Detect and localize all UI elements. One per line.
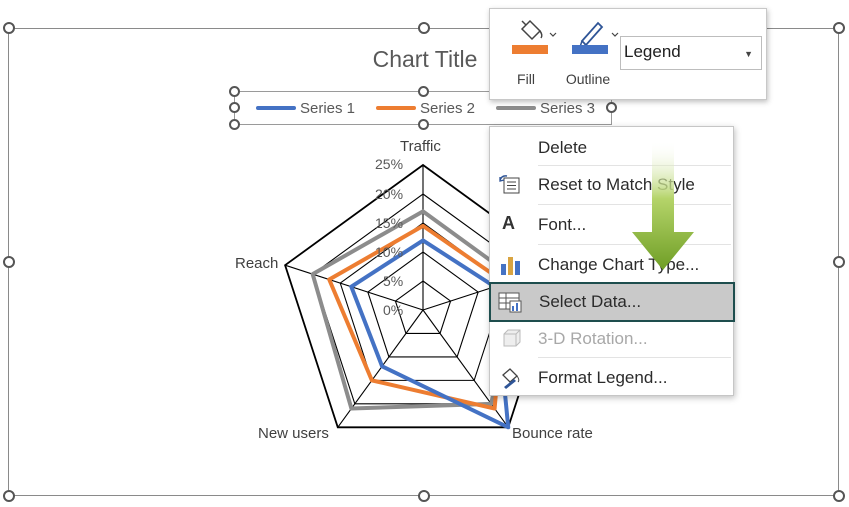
menu-item-label: Delete — [538, 138, 588, 157]
resize-handle-top-center[interactable] — [418, 22, 430, 34]
resize-handle-bottom-right[interactable] — [833, 490, 845, 502]
legend-handle-top-center[interactable] — [418, 86, 429, 97]
chart-element-select[interactable]: Legend ▼ — [620, 36, 762, 70]
menu-item-change-chart-type[interactable]: Change Chart Type... — [490, 246, 733, 284]
fill-label: Fill — [517, 71, 535, 87]
menu-item-label: Font... — [538, 215, 587, 234]
context-menu: Delete Reset to Match Style A Font... Ch… — [489, 126, 735, 397]
resize-handle-top-left[interactable] — [3, 22, 15, 34]
resize-handle-top-right[interactable] — [833, 22, 845, 34]
menu-separator — [538, 357, 731, 358]
category-label-new-users: New users — [258, 425, 329, 442]
tick-label: 10% — [375, 244, 404, 260]
menu-item-select-data[interactable]: Select Data... — [489, 282, 735, 322]
fill-bucket-icon — [512, 19, 557, 54]
reset-style-icon — [499, 175, 520, 194]
menu-separator — [538, 165, 731, 166]
resize-handle-middle-right[interactable] — [833, 256, 845, 268]
rotation-3d-icon — [503, 329, 521, 347]
radar-grid-ring — [367, 251, 479, 358]
tick-label: 20% — [375, 186, 404, 202]
radar-grid-ring — [394, 280, 452, 335]
legend-handle-top-left[interactable] — [229, 86, 240, 97]
legend-label: Series 3 — [540, 99, 596, 117]
menu-item-font[interactable]: A Font... — [490, 206, 733, 244]
fill-button[interactable]: Fill — [494, 15, 558, 93]
series-3-swatch — [496, 106, 536, 110]
category-label-reach: Reach — [235, 255, 279, 272]
resize-handle-bottom-center[interactable] — [418, 490, 430, 502]
menu-item-3d-rotation[interactable]: 3-D Rotation... — [490, 320, 733, 358]
menu-item-reset-to-match-style[interactable]: Reset to Match Style — [490, 166, 733, 204]
outline-button[interactable]: Outline — [556, 15, 620, 93]
radar-series-1 — [349, 238, 511, 430]
green-arrow-icon — [632, 140, 694, 270]
tick-label: 25% — [375, 156, 404, 172]
menu-item-format-legend[interactable]: Format Legend... — [490, 359, 733, 397]
format-mini-toolbar: Fill Outline Legend ▼ — [489, 8, 767, 100]
menu-separator — [538, 204, 731, 205]
outline-pen-icon — [572, 21, 619, 54]
legend-handle-bottom-left[interactable] — [229, 119, 240, 130]
menu-separator — [538, 244, 731, 245]
resize-handle-bottom-left[interactable] — [3, 490, 15, 502]
outline-label: Outline — [565, 71, 611, 87]
legend-handle-middle-right[interactable] — [606, 102, 617, 113]
category-label-bounce-rate: Bounce rate — [512, 425, 593, 442]
legend-label: Series 1 — [300, 99, 356, 117]
legend-entry-series-3[interactable]: Series 3 — [496, 99, 596, 117]
dropdown-arrow-icon: ▼ — [744, 49, 753, 59]
series-1-swatch — [256, 106, 296, 110]
menu-item-delete[interactable]: Delete — [490, 129, 733, 167]
radar-spoke — [284, 264, 424, 311]
tick-label: 0% — [383, 302, 404, 318]
chart-element-value: Legend — [624, 42, 681, 61]
menu-item-label: Format Legend... — [538, 368, 668, 387]
legend-entry-series-2[interactable]: Series 2 — [376, 99, 476, 117]
legend-label: Series 2 — [420, 99, 476, 117]
tick-label: 5% — [383, 273, 404, 289]
chart-type-icon — [501, 257, 520, 275]
legend-handle-bottom-center[interactable] — [418, 119, 429, 130]
category-label-traffic: Traffic — [400, 138, 441, 155]
resize-handle-middle-left[interactable] — [3, 256, 15, 268]
menu-item-label: Select Data... — [539, 292, 642, 311]
legend-handle-middle-left[interactable] — [229, 102, 240, 113]
menu-item-label: 3-D Rotation... — [538, 329, 648, 348]
tick-label: 15% — [375, 215, 404, 231]
select-data-icon — [498, 292, 522, 313]
series-2-swatch — [376, 106, 416, 110]
chart-title[interactable]: Chart Title — [372, 46, 478, 72]
format-legend-icon — [502, 368, 520, 389]
legend-entry-series-1[interactable]: Series 1 — [256, 99, 356, 117]
font-icon: A — [502, 213, 515, 233]
